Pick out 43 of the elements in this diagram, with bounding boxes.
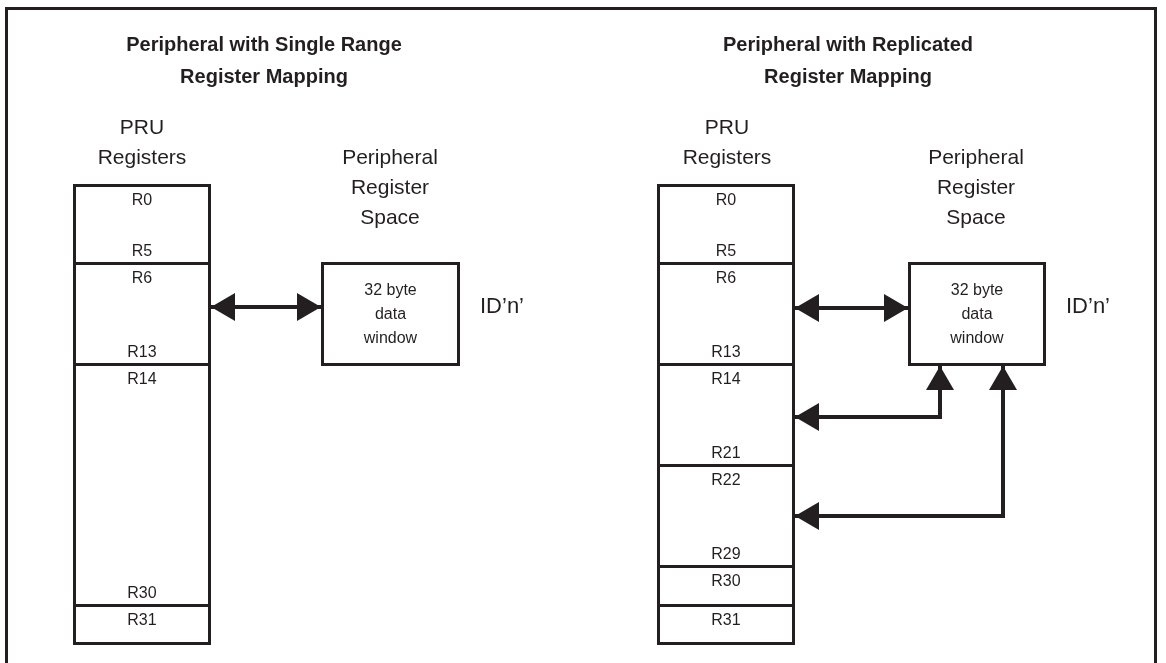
register-label: R29 — [710, 545, 742, 563]
panel-title: Peripheral with Single Range Register Mapping — [125, 32, 403, 89]
register-block — [73, 262, 211, 366]
double-arrow — [795, 366, 954, 431]
register-block — [657, 184, 795, 265]
register-label: R30 — [710, 572, 742, 590]
box-label: 32 byte data window — [949, 280, 1005, 348]
box-label: 32 byte data window — [362, 280, 419, 348]
register-block — [657, 464, 795, 568]
register-label: R31 — [126, 611, 158, 629]
column-heading: PRU Registers — [681, 114, 773, 170]
data-window-box — [321, 262, 460, 366]
register-label: R21 — [710, 444, 742, 462]
column-heading: Peripheral Register Space — [927, 144, 1025, 230]
column-heading: Peripheral Register Space — [341, 144, 439, 230]
id-label: ID’n’ — [1066, 293, 1110, 319]
double-arrow — [211, 293, 321, 321]
register-label: R31 — [710, 611, 742, 629]
register-label: R22 — [710, 471, 742, 489]
register-block — [657, 604, 795, 645]
register-block — [73, 604, 211, 645]
register-label: R6 — [130, 269, 154, 287]
register-block — [657, 262, 795, 366]
double-arrow — [795, 366, 1017, 530]
register-block — [657, 363, 795, 467]
register-block — [73, 184, 211, 265]
register-block — [73, 363, 211, 607]
register-label: R13 — [710, 343, 742, 361]
id-label: ID’n’ — [480, 293, 524, 319]
register-label: R5 — [130, 242, 154, 260]
register-label: R30 — [126, 584, 158, 602]
column-heading: PRU Registers — [96, 114, 188, 170]
register-label: R0 — [714, 191, 738, 209]
register-label: R6 — [714, 269, 738, 287]
register-label: R0 — [130, 191, 154, 209]
register-label: R13 — [126, 343, 158, 361]
panel-title: Peripheral with Replicated Register Mapping — [721, 32, 975, 89]
register-label: R14 — [126, 370, 158, 388]
data-window-box — [908, 262, 1046, 366]
register-block — [657, 565, 795, 607]
double-arrow — [795, 294, 908, 322]
register-label: R14 — [710, 370, 742, 388]
register-label: R5 — [714, 242, 738, 260]
